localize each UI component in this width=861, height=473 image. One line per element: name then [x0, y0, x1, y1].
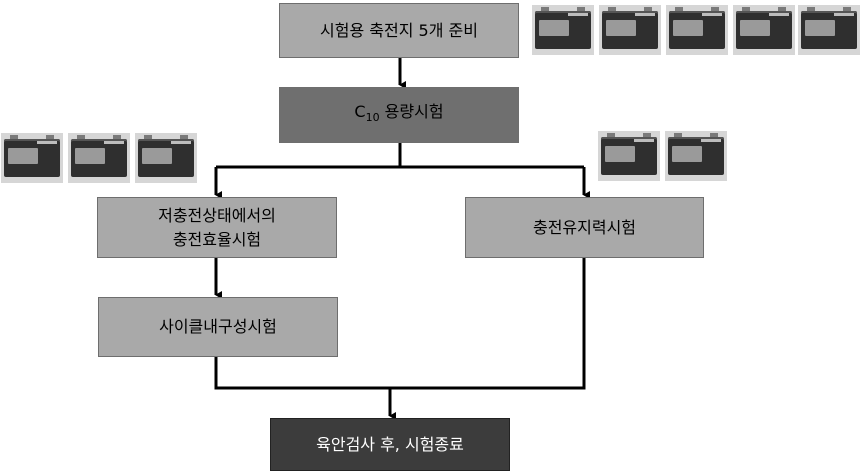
capacity-subscript: 10 — [365, 111, 380, 125]
battery-icon — [798, 5, 860, 55]
node-capacity-test: C10 용량시험 — [279, 87, 519, 143]
battery-icon — [599, 5, 661, 55]
battery-icon — [68, 133, 130, 183]
capacity-text: 용량시험 — [379, 101, 444, 121]
battery-icon — [666, 5, 728, 55]
connector-cycle-to-merge — [214, 258, 586, 390]
battery-icon — [135, 133, 197, 183]
battery-icon — [598, 131, 660, 181]
node-prepare-batteries: 시험용 축전지 5개 준비 — [279, 3, 519, 58]
battery-icon — [733, 5, 795, 55]
node-cycle-label: 사이클내구성시험 — [159, 317, 277, 336]
node-low-charge-label: 저충전상태에서의 충전효율시험 — [158, 204, 276, 252]
node-cycle-durability-test: 사이클내구성시험 — [98, 297, 338, 357]
node-final-label: 육안검사 후, 시험종료 — [316, 434, 464, 454]
node-prepare-label: 시험용 축전지 5개 준비 — [320, 20, 478, 40]
battery-icon — [532, 5, 594, 55]
capacity-symbol: C — [354, 101, 366, 121]
low-charge-line-2: 충전효율시험 — [172, 229, 262, 249]
low-charge-line-1: 저충전상태에서의 — [158, 205, 276, 225]
node-capacity-label: C10 용량시험 — [354, 100, 443, 130]
battery-icon — [665, 131, 727, 181]
battery-icon — [1, 133, 63, 183]
node-low-charge-efficiency-test: 저충전상태에서의 충전효율시험 — [97, 197, 337, 258]
node-retention-label: 충전유지력시험 — [532, 217, 637, 237]
node-charge-retention-test: 충전유지력시험 — [465, 197, 704, 258]
node-final-inspection: 육안검사 후, 시험종료 — [270, 418, 510, 471]
